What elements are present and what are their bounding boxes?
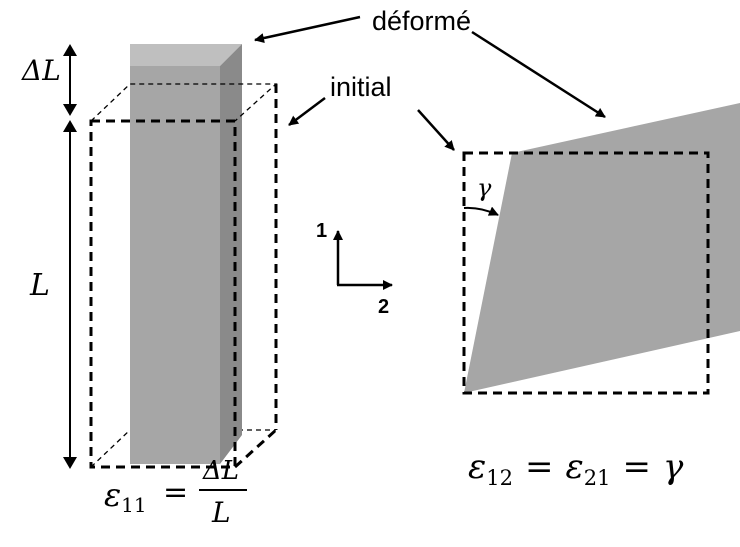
l-dimension (63, 120, 77, 469)
normal-strain-equation: ε11 = ΔL L (104, 456, 247, 529)
gamma-label: γ (477, 174, 492, 202)
deformed-prism (130, 44, 242, 464)
eq-equals: = (163, 475, 188, 510)
eq-denominator: L (211, 496, 231, 529)
deformed-arrow-to-rhombus (471, 30, 606, 119)
deformed-arrow-to-prism (254, 15, 361, 43)
deformed-prism-top-face (130, 44, 242, 66)
deformed-prism-side-face (220, 44, 242, 464)
axes-indicator: 1 2 (316, 220, 393, 318)
l-label: L (29, 268, 50, 303)
callouts: déformé initial (254, 6, 606, 151)
delta-l-label: ΔL (21, 54, 61, 87)
initial-square (462, 151, 710, 395)
initial-box-top-edges (90, 83, 278, 122)
eq-epsilon-11: ε11 (104, 476, 147, 517)
initial-arrow-to-box (288, 97, 326, 126)
shear-strain-equation: ε12=ε21=γ (468, 447, 684, 490)
deformed-rhombus (464, 103, 740, 393)
delta-l-dimension (63, 44, 77, 116)
initial-label: initial (330, 72, 392, 102)
axis-2-label: 2 (378, 296, 389, 318)
initial-box (89, 83, 278, 469)
eq-numerator: ΔL (202, 456, 239, 486)
tension-group: ΔL L ε11 = ΔL L (21, 44, 278, 529)
gamma-angle-arc (463, 206, 499, 216)
initial-arrow-to-square (417, 109, 455, 151)
initial-box-bottom-right-edge (233, 428, 278, 469)
shear-group: γ ε12=ε21=γ (462, 103, 740, 490)
deformed-label: déformé (372, 6, 471, 36)
deformed-prism-front-face (130, 66, 220, 464)
axis-1-label: 1 (316, 220, 327, 242)
initial-box-front-face (89, 119, 237, 469)
